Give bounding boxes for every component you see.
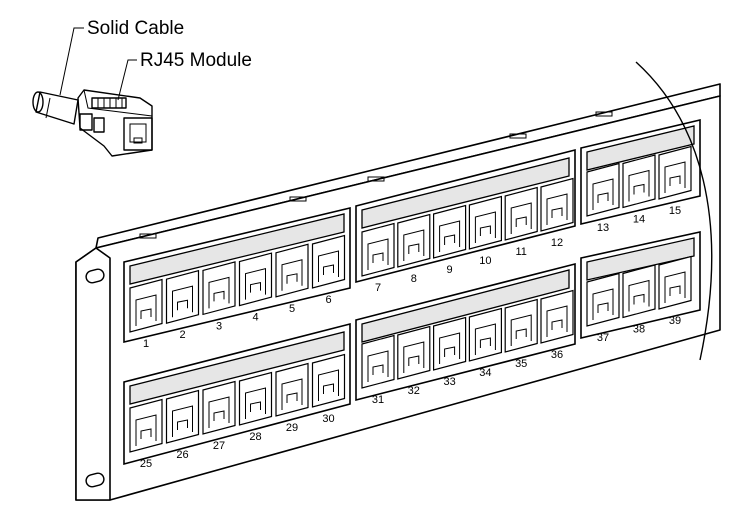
rj45-jack-37 xyxy=(586,272,620,327)
rj45-jack-30 xyxy=(311,353,346,408)
port-number: 32 xyxy=(408,385,420,397)
mounting-hole-top xyxy=(85,268,105,284)
port-number: 2 xyxy=(179,329,185,341)
port-numbers: 1234567891011121314152526272829303132333… xyxy=(140,205,681,470)
port-number: 26 xyxy=(176,449,188,461)
rj45-jack-39 xyxy=(658,255,692,310)
rj45-jack-31 xyxy=(361,334,395,389)
label-strip-6 xyxy=(586,237,695,281)
cable-module-assembly xyxy=(32,89,153,157)
port-number: 11 xyxy=(515,246,526,258)
port-number: 35 xyxy=(515,358,527,370)
port-number: 31 xyxy=(372,394,384,406)
mounting-hole-bottom xyxy=(85,472,105,488)
port-number: 14 xyxy=(633,214,645,226)
port-number: 6 xyxy=(325,294,331,306)
rj45-jack-14 xyxy=(622,154,656,209)
port-number: 25 xyxy=(140,458,152,470)
port-number: 39 xyxy=(669,315,681,327)
port-number: 4 xyxy=(252,312,258,324)
label-solid-cable: Solid Cable xyxy=(87,18,184,39)
label-strip-1 xyxy=(129,213,345,285)
port-number: 37 xyxy=(597,332,609,344)
rj45-jack-8 xyxy=(397,213,431,268)
rj45-jack-7 xyxy=(361,222,395,277)
port-number: 3 xyxy=(216,320,222,332)
port-number: 38 xyxy=(633,324,645,336)
rj45-jack-26 xyxy=(165,389,200,444)
port-number: 9 xyxy=(447,264,453,276)
leader-line-cable xyxy=(59,27,84,96)
port-number: 28 xyxy=(249,431,261,443)
mounting-flange xyxy=(75,247,111,501)
rj45-jack-10 xyxy=(468,195,502,250)
port-number: 33 xyxy=(443,376,455,388)
rj45-jack-29 xyxy=(275,362,309,417)
rj45-jack-12 xyxy=(540,177,574,232)
port-number: 7 xyxy=(375,282,381,294)
rj45-jack-27 xyxy=(202,380,236,435)
rj45-jacks xyxy=(129,145,692,453)
port-number: 5 xyxy=(289,303,295,315)
rj45-jack-6 xyxy=(311,234,346,289)
port-number: 27 xyxy=(213,440,225,452)
rj45-jack-2 xyxy=(165,269,200,324)
label-rj45-module: RJ45 Module xyxy=(140,50,252,71)
panel-cutoff-curve xyxy=(635,61,713,361)
port-number: 1 xyxy=(143,338,149,350)
port-number: 34 xyxy=(479,367,491,379)
rj45-jack-35 xyxy=(504,298,538,353)
rj45-jack-3 xyxy=(202,261,236,316)
rj45-jack-13 xyxy=(586,162,620,217)
port-number: 36 xyxy=(551,349,563,361)
rj45-jack-11 xyxy=(504,186,538,241)
label-strip-4 xyxy=(129,331,345,405)
rj45-jack-32 xyxy=(397,325,431,380)
panel-vent-tabs xyxy=(139,111,613,239)
rj45-jack-5 xyxy=(275,243,309,298)
label-strip-5 xyxy=(361,269,570,343)
port-number: 30 xyxy=(322,413,334,425)
label-strip-3 xyxy=(586,125,695,171)
label-strip-2 xyxy=(361,157,570,229)
port-number: 13 xyxy=(597,222,609,234)
rj45-jack-9 xyxy=(433,204,467,259)
rj45-jack-4 xyxy=(238,252,273,307)
rj45-jack-33 xyxy=(433,316,467,371)
rj45-jack-36 xyxy=(540,289,574,344)
port-number: 12 xyxy=(551,237,563,249)
leader-line-module xyxy=(117,59,137,101)
port-number: 29 xyxy=(286,422,298,434)
rj45-jack-38 xyxy=(622,264,656,319)
rj45-jack-15 xyxy=(658,145,692,200)
port-number: 8 xyxy=(411,273,417,285)
port-number: 15 xyxy=(669,205,681,217)
rj45-jack-28 xyxy=(238,371,273,426)
rj45-jack-1 xyxy=(129,278,163,333)
rj45-jack-25 xyxy=(129,398,163,453)
patch-panel: 1234567891011121314152526272829303132333… xyxy=(75,61,721,501)
rj45-jack-34 xyxy=(468,307,502,362)
port-number: 10 xyxy=(479,255,491,267)
